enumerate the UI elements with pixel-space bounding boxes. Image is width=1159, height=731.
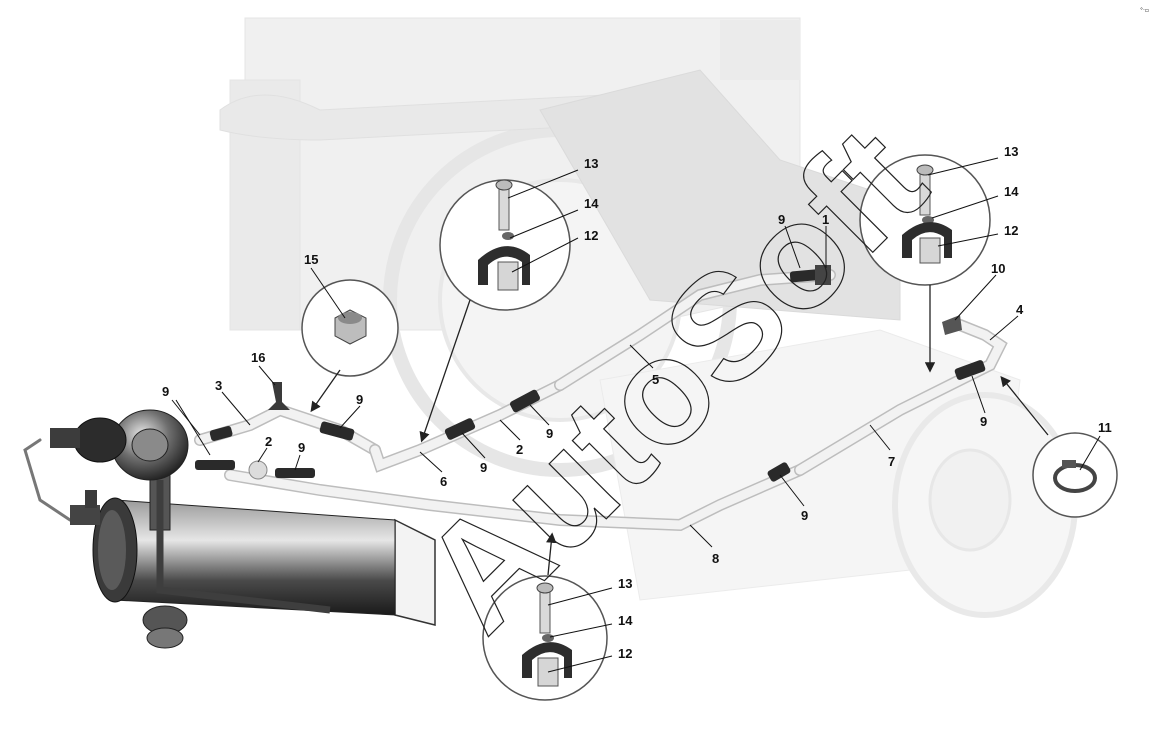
tee-2 xyxy=(248,460,268,480)
drain-valve-16 xyxy=(268,382,290,410)
callout-9: 9 xyxy=(801,508,808,523)
callout-14: 14 xyxy=(1004,184,1019,199)
clamp xyxy=(319,421,355,441)
callout-9: 9 xyxy=(980,414,987,429)
leader-lines xyxy=(171,157,1101,673)
callout-8: 8 xyxy=(712,551,719,566)
callout-2: 2 xyxy=(516,442,523,457)
callout-12: 12 xyxy=(1004,223,1018,238)
callout-10: 10 xyxy=(991,261,1005,276)
pipe-8-inner xyxy=(225,465,805,530)
callout-4: 4 xyxy=(1016,302,1024,317)
valve-1 xyxy=(815,265,831,285)
detail-circle-top-left xyxy=(439,179,571,311)
detail-circle-bottom xyxy=(482,575,608,701)
callout-7: 7 xyxy=(888,454,895,469)
pipe-5-inner xyxy=(555,270,835,390)
detail-circle-11 xyxy=(1032,432,1118,518)
detail-circle-top-right xyxy=(859,154,991,286)
callout-labels: 13 14 12 13 14 12 13 14 12 9 1 10 4 15 1… xyxy=(162,144,1112,661)
callout-9: 9 xyxy=(778,212,785,227)
callout-14: 14 xyxy=(618,613,633,628)
callout-5: 5 xyxy=(652,372,659,387)
callout-1: 1 xyxy=(822,212,829,227)
callout-13: 13 xyxy=(584,156,598,171)
clamp xyxy=(767,462,791,482)
callout-9: 9 xyxy=(546,426,553,441)
clamp xyxy=(509,389,541,413)
corner-mark: °·▫ xyxy=(1140,7,1149,14)
callout-11: 11 xyxy=(1098,420,1112,435)
clamp xyxy=(444,418,476,440)
pointer-arrows xyxy=(310,285,1049,576)
fitting-10 xyxy=(942,315,962,335)
clamp xyxy=(954,360,986,380)
callout-9: 9 xyxy=(298,440,305,455)
callout-14: 14 xyxy=(584,196,599,211)
callout-3: 3 xyxy=(215,378,222,393)
clamp xyxy=(195,460,235,470)
callout-15: 15 xyxy=(304,252,318,267)
callout-9: 9 xyxy=(356,392,363,407)
small-parts xyxy=(248,265,962,480)
callout-6: 6 xyxy=(440,474,447,489)
detail-circle-15 xyxy=(301,279,399,377)
callout-12: 12 xyxy=(584,228,598,243)
hose-clamps xyxy=(195,268,986,482)
callout-9: 9 xyxy=(162,384,169,399)
callout-12: 12 xyxy=(618,646,632,661)
heater-unit xyxy=(50,409,436,649)
clamp xyxy=(209,425,233,441)
callout-13: 13 xyxy=(618,576,632,591)
callout-2: 2 xyxy=(265,434,272,449)
callout-16: 16 xyxy=(251,350,265,365)
callout-9: 9 xyxy=(480,460,487,475)
callout-13: 13 xyxy=(1004,144,1018,159)
pipe-7-inner xyxy=(795,320,1006,475)
clamp xyxy=(275,468,315,478)
